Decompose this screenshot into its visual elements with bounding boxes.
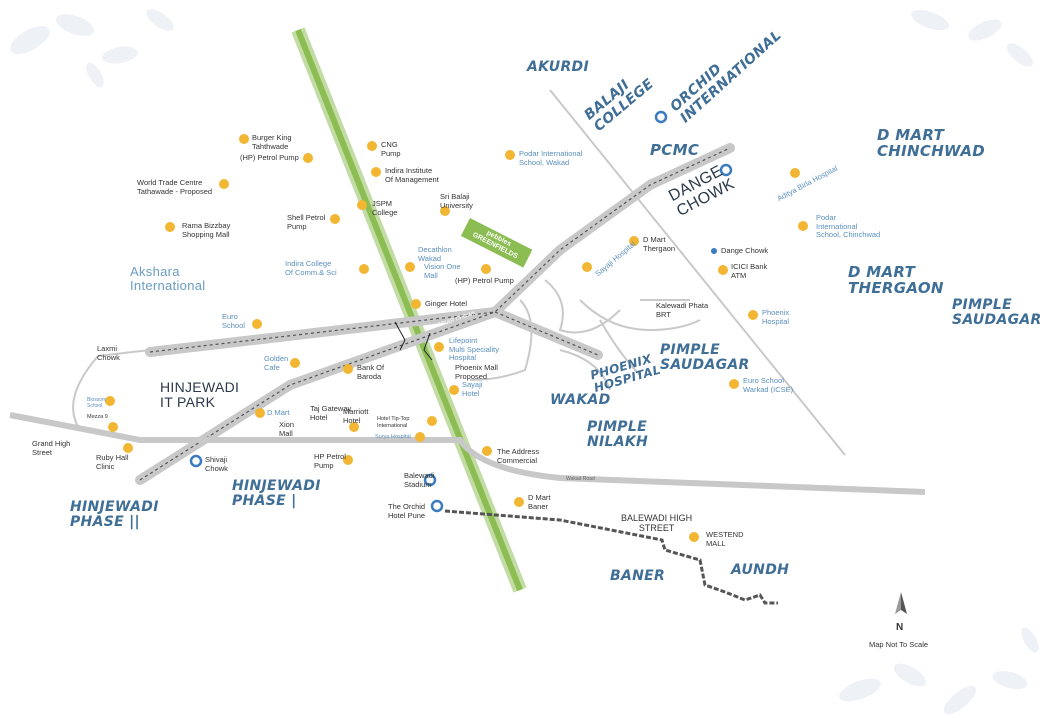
area-pimple-saudagar-mid: PIMPLE SAUDAGAR: [660, 342, 750, 373]
poi-grand-high-street: Grand High Street: [32, 439, 71, 457]
area-hinjewadi-it-park: HINJEWADI IT PARK: [160, 379, 240, 410]
poi-blossom-school: Blossom School: [87, 397, 107, 409]
area-akshara-international: Akshara International: [130, 264, 206, 293]
poi-phoenix-mall: Phoenix Mall Proposed: [455, 363, 498, 381]
poi-xion-mall: Xion Mall: [279, 420, 295, 438]
poi-cng-pump: CNG Pump: [381, 140, 401, 158]
poi-surya-hospital: Surya Hospital: [375, 434, 411, 440]
poi-shell-petrol-pump: Shell Petrol Pump: [287, 213, 326, 231]
leaf-decoration-bottom-right-icon: [839, 627, 1039, 715]
poi-phoenix-hospital: Phoenix Hospital: [762, 308, 790, 326]
poi-ruby-hall-clinic: Ruby Hall Clinic: [96, 453, 129, 471]
highway-inner: [295, 28, 523, 592]
poi-hp-petrol-pump-top: (HP) Petrol Pump: [240, 153, 299, 162]
poi-marriott-hotel: Marriott Hotel: [343, 407, 369, 425]
poi-world-trade-centre: World Trade Centre Tathawade - Proposed: [137, 178, 213, 196]
poi-balewadi-stadium: Balewadi Stadium: [404, 471, 435, 489]
poi-taj-gateway: Taj Gateway Hotel: [310, 404, 352, 422]
poi-euro-school-wakad: Euro School Warkad (ICSE): [743, 376, 794, 394]
area-hinjewadi-phase-1: HINJEWADI PHASE |: [232, 478, 321, 509]
poi-sayaji-hotel: Sayaji Hotel: [462, 380, 483, 398]
poi-hp-petrol-pump-low: HP Petrol Pump: [314, 452, 346, 470]
area-aundh: AUNDH: [731, 562, 790, 578]
area-dmart-thergaon: D MART THERGAON: [848, 263, 944, 297]
poi-podar-chinchwad: Podar International School, Chinchwad: [816, 213, 881, 240]
poi-bank-of-baroda: Bank Of Baroda: [357, 363, 385, 381]
metro-line: [139, 147, 731, 481]
poi-laxmi-chowk: Laxmi Chowk: [97, 344, 120, 362]
poi-hotel-tip-top: Hotel Tip-Top International: [377, 416, 410, 429]
poi-hp-petrol-pump-mid: (HP) Petrol Pump: [455, 276, 514, 285]
minor-roads: [72, 89, 846, 456]
poi-orchid-hotel-pune: The Orchid Hotel Pune: [388, 502, 426, 520]
area-baner: BANER: [610, 568, 666, 584]
area-balewadi-high-street: BALEWADI HIGH STREET: [621, 513, 693, 533]
poi-jspm-college: JSPM College: [372, 199, 398, 217]
poi-golden-cafe: Golden Cafe: [264, 354, 289, 372]
poi-westend-mall: WESTEND MALL: [706, 530, 744, 548]
junction-bracket: [394, 321, 433, 361]
poi-shivaji-chowk: Shivaji Chowk: [205, 455, 228, 473]
pin-icons: [189, 110, 733, 513]
poi-vision-one-mall: Vision One Mall: [424, 262, 461, 280]
leaf-decoration-top-left-icon: [10, 9, 174, 88]
road-wakad-label: Wakad Road: [566, 476, 595, 482]
poi-lifepoint-hospital: Lifepoint Multi Speciality Hospital: [449, 336, 500, 363]
area-dmart-chinchwad: D MART CHINCHWAD: [877, 126, 986, 160]
pin-dange-chowk-icon: [711, 248, 717, 254]
poi-burger-king: Burger King Tahthwade: [252, 133, 292, 151]
poi-the-address: The Address Commercial: [497, 447, 540, 465]
poi-icici-atm: ICICI Bank ATM: [731, 262, 768, 280]
poi-indira-college: Indira College Of Comm.& Sci: [285, 259, 337, 277]
poi-icons: [105, 134, 808, 542]
area-pimple-saudagar-right: PIMPLE SAUDAGAR: [952, 297, 1042, 328]
wakad-road: [9, 412, 926, 495]
compass-label: N: [896, 622, 904, 633]
area-wakad: WAKAD: [550, 392, 611, 408]
poi-ginger-hotel: Ginger Hotel: [425, 299, 468, 308]
poi-dmart-thergaon: D Mart Thergaon: [643, 235, 676, 253]
poi-dange-chowk: Dange Chowk: [721, 246, 769, 255]
poi-rama-bizzbay: Rama Bizzbay Shopping Mall: [182, 221, 231, 239]
poi-euro-school: Euro School: [222, 312, 245, 330]
north-arrow-icon: [895, 592, 907, 614]
area-hinjewadi-phase-2: HINJEWADI PHASE ||: [70, 499, 159, 530]
poi-dmart-baner: D Mart Baner: [528, 493, 551, 511]
poi-sri-balaji-university: Sri Balaji University: [440, 192, 473, 210]
poi-podar-wakad: Podar International School, Wakad: [519, 149, 583, 167]
poi-mezza-9: Mezza 9: [87, 414, 108, 420]
poi-kalewadi-phata: Kalewadi Phata BRT: [656, 301, 709, 319]
scale-note: Map Not To Scale: [869, 640, 929, 649]
leaf-decoration-top-right-icon: [911, 9, 1034, 67]
baner-road: [444, 509, 778, 605]
poi-indira-institute: Indira Institute Of Management: [385, 166, 439, 184]
area-pimple-nilakh: PIMPLE NILAKH: [587, 419, 649, 450]
area-akurdi: AKURDI: [527, 59, 589, 75]
poi-dmart-hinjewadi: D Mart: [267, 408, 290, 417]
poi-decathlon-wakad: Decathlon Wakad: [418, 245, 452, 263]
area-pcmc: PCMC: [650, 141, 700, 159]
